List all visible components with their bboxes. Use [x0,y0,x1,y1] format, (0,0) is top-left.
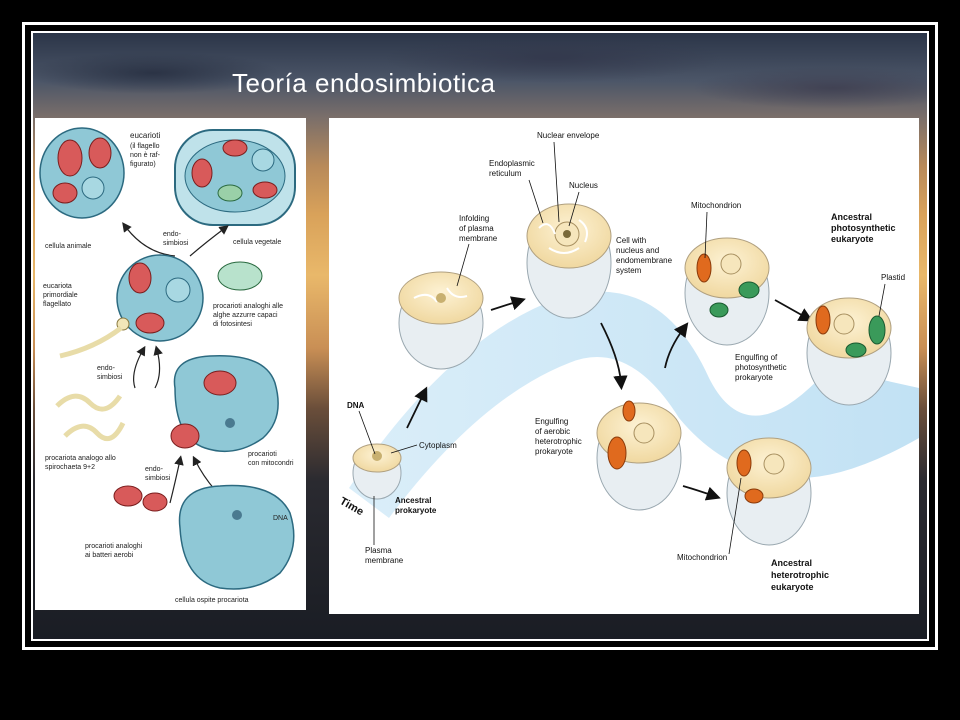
aerobic-bacterium-2 [142,492,168,512]
label-procarioti-mito-1: procarioti [248,451,277,458]
label-plasma-membrane-2: membrane [365,556,404,565]
label-eucariota-1: eucariota [43,283,72,290]
label-ancestral-photo-3: eukaryote [831,234,874,244]
label-endo-1a: endo- [163,231,182,238]
label-engulf-aerobic-3: heterotrophic [535,437,582,446]
label-engulf-photo-3: prokaryote [735,373,773,382]
spirochaeta-2 [63,421,126,442]
label-endo-2b: simbiosi [97,374,123,381]
label-flagello-1: (il flagello [130,143,160,150]
label-procarioti-batteri-2: ai batteri aerobi [85,552,134,559]
label-plasma-membrane-1: Plasma [365,546,392,555]
label-ancestral-hetero-1: Ancestral [771,558,812,568]
slide-outer-border [22,22,938,650]
label-procarioti-alghe-2: alghe azzurre capaci [213,312,278,319]
primordial-eukaryote [59,254,204,359]
infolding-cell [398,271,484,370]
label-plastid: Plastid [881,273,905,282]
label-endo-2a: endo- [97,365,116,372]
label-cell-nucleus-3: endomembrane [616,256,673,265]
label-mitochondrion-bottom: Mitochondrion [677,553,727,562]
label-engulf-photo-2: photosynthetic [735,363,787,372]
label-nucleus: Nucleus [569,181,598,190]
slide-title: Teoría endosimbiotica [232,68,496,98]
sky-clouds [33,33,927,123]
label-cell-nucleus-2: nucleus and [616,246,659,255]
label-endo-1b: simbiosi [163,240,189,247]
label-procarioti-batteri-1: procarioti analoghi [85,543,143,550]
label-mitochondrion-top: Mitochondrion [691,201,741,210]
animal-cell [39,127,125,219]
label-eucarioti: eucarioti [130,131,160,140]
label-cytoplasm: Cytoplasm [419,441,457,450]
nucleated-cell [526,203,612,319]
label-eucariota-2: primordiale [43,292,78,299]
label-engulf-aerobic-4: prokaryote [535,447,573,456]
label-cellula-vegetale: cellula vegetale [233,239,281,246]
label-cellula-ospite: cellula ospite procariota [175,597,249,604]
label-engulf-aerobic-1: Engulfing [535,417,568,426]
label-cellula-animale: cellula animale [45,243,91,250]
aerobic-bacterium-1 [113,485,143,507]
host-prokaryote [178,484,295,590]
label-er-1: Endoplasmic [489,159,535,168]
prokaryote-with-mitochondria [170,354,279,453]
label-engulf-aerobic-2: of aerobic [535,427,570,436]
label-infolding-2: of plasma [459,224,494,233]
label-ancestral-prok-1: Ancestral [395,496,431,505]
label-nuclear-envelope: Nuclear envelope [537,131,600,140]
spirochaeta-1 [55,393,123,412]
label-cell-nucleus-1: Cell with [616,236,646,245]
left-endosymbiosis-diagram: eucarioti (il flagello non è raf- figura… [39,127,296,604]
photosynthetic-eukaryote [806,297,892,406]
label-er-2: reticulum [489,169,522,178]
left-diagram-panel: eucarioti (il flagello non è raf- figura… [35,118,306,610]
label-engulf-photo-1: Engulfing of [735,353,778,362]
ancestral-prokaryote-cell [352,443,402,500]
label-flagello-3: figurato) [130,161,156,168]
cell-engulfing-photosynthetic [684,237,770,346]
label-eucariota-3: flagellato [43,301,71,308]
label-ancestral-hetero-3: eukaryote [771,582,814,592]
cell-engulfing-aerobic [596,400,682,511]
label-infolding-3: membrane [459,234,498,243]
label-ancestral-prok-2: prokaryote [395,506,437,515]
label-dna-right: DNA [347,401,365,410]
label-infolding-1: Infolding [459,214,489,223]
label-flagello-2: non è raf- [130,152,161,159]
label-spirochaeta-2: spirochaeta 9+2 [45,464,95,471]
label-procarioti-alghe-3: di fotosintesi [213,321,252,328]
label-endo-3a: endo- [145,466,164,473]
right-endosymbiosis-diagram: DNA Cytoplasm Ancestral prokaryote Time … [338,131,919,592]
label-time: Time [338,495,366,518]
plant-cell [174,129,296,226]
label-procarioti-mito-2: con mitocondri [248,460,294,467]
label-ancestral-hetero-2: heterotrophic [771,570,829,580]
label-ancestral-photo-1: Ancestral [831,212,872,222]
label-dna-left: DNA [273,515,288,522]
label-ancestral-photo-2: photosynthetic [831,223,896,233]
right-diagram-panel: DNA Cytoplasm Ancestral prokaryote Time … [329,118,919,614]
cyanobacteria [217,261,263,291]
heterotrophic-eukaryote [726,437,812,546]
label-endo-3b: simbiosi [145,475,171,482]
label-procarioti-alghe-1: procarioti analoghi alle [213,303,283,310]
label-spirochaeta-1: procariota analogo allo [45,455,116,462]
label-cell-nucleus-4: system [616,266,642,275]
